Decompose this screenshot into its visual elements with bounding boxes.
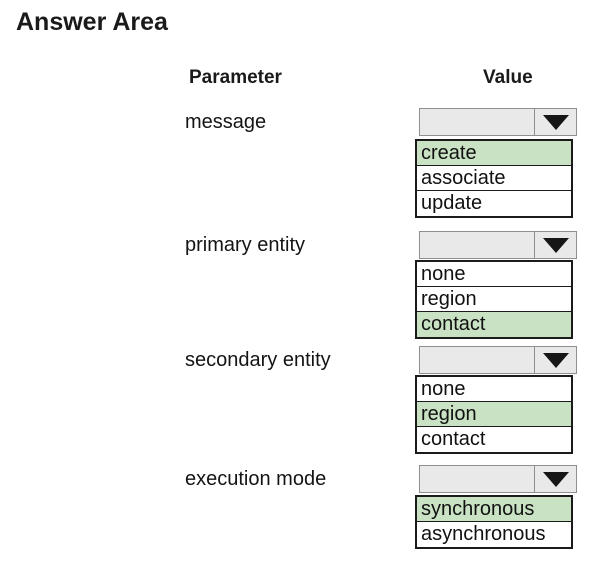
dropdown-arrow-button[interactable] <box>534 347 576 373</box>
dropdown-field-execution-mode[interactable] <box>419 465 577 493</box>
dropdown-arrow-icon <box>542 114 569 130</box>
options-list-execution-mode: synchronous asynchronous <box>415 495 573 549</box>
dropdown-option[interactable]: none <box>417 262 571 287</box>
dropdown-field-primary-entity[interactable] <box>419 231 577 259</box>
dropdown-option[interactable]: none <box>417 377 571 402</box>
dropdown-option[interactable]: update <box>417 191 571 216</box>
parameter-label-secondary-entity: secondary entity <box>185 349 331 371</box>
dropdown-option[interactable]: region <box>417 402 571 427</box>
options-list-secondary-entity: none region contact <box>415 375 573 454</box>
parameter-label-execution-mode: execution mode <box>185 468 327 490</box>
options-list-primary-entity: none region contact <box>415 260 573 339</box>
dropdown-arrow-button[interactable] <box>534 109 576 135</box>
dropdown-option[interactable]: asynchronous <box>417 522 571 547</box>
dropdown-arrow-icon <box>542 471 569 487</box>
dropdown-option[interactable]: synchronous <box>417 497 571 522</box>
dropdown-option[interactable]: contact <box>417 312 571 337</box>
options-list-message: create associate update <box>415 139 573 218</box>
dropdown-field-secondary-entity[interactable] <box>419 346 577 374</box>
dropdown-arrow-button[interactable] <box>534 232 576 258</box>
dropdown-field-message[interactable] <box>419 108 577 136</box>
dropdown-option[interactable]: create <box>417 141 571 166</box>
parameter-label-primary-entity: primary entity <box>185 234 306 256</box>
column-header-value: Value <box>483 67 533 88</box>
dropdown-option[interactable]: associate <box>417 166 571 191</box>
dropdown-option[interactable]: region <box>417 287 571 312</box>
page-title: Answer Area <box>16 8 168 36</box>
dropdown-arrow-button[interactable] <box>534 466 576 492</box>
dropdown-option[interactable]: contact <box>417 427 571 452</box>
column-header-parameter: Parameter <box>189 67 282 88</box>
dropdown-arrow-icon <box>542 237 569 253</box>
parameter-label-message: message <box>185 111 267 133</box>
dropdown-arrow-icon <box>542 352 569 368</box>
